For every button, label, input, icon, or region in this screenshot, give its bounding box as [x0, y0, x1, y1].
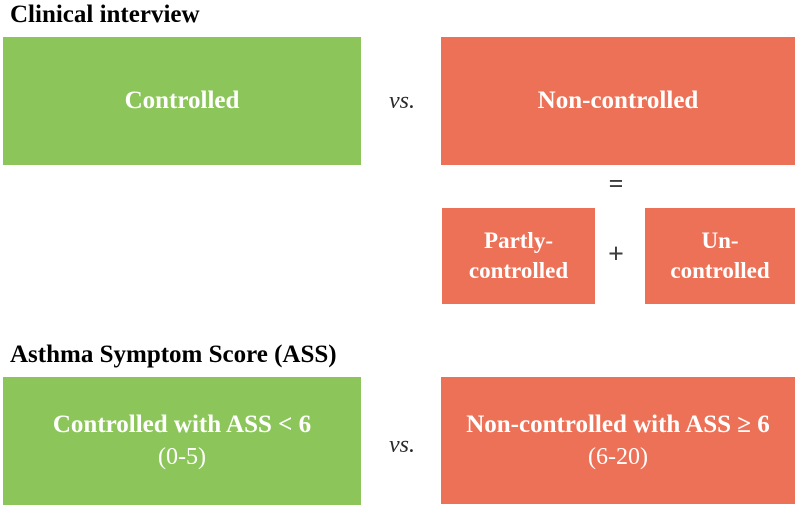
non-controlled-ass-box: Non-controlled with ASS ≥ 6 (6-20): [441, 377, 795, 504]
clinical-interview-heading: Clinical interview: [10, 1, 200, 28]
non-controlled-box: Non-controlled: [441, 37, 795, 165]
un-controlled-line1: Un-: [701, 228, 739, 253]
controlled-ass-range: (0-5): [158, 444, 206, 470]
un-controlled-box: Un- controlled: [645, 208, 795, 304]
partly-controlled-line2: controlled: [468, 258, 569, 283]
non-controlled-ass-line1: Non-controlled with ASS ≥ 6: [466, 410, 770, 438]
controlled-box: Controlled: [3, 37, 361, 165]
controlled-ass-box: Controlled with ASS < 6 (0-5): [3, 377, 361, 505]
controlled-box-label: Controlled: [124, 87, 240, 114]
partly-controlled-line1: Partly-: [484, 228, 553, 253]
ass-heading: Asthma Symptom Score (ASS): [10, 341, 337, 368]
vs-label-ass: vs.: [389, 431, 415, 458]
plus-sign: +: [608, 239, 624, 270]
vs-label-clinical: vs.: [389, 87, 415, 114]
controlled-ass-line1: Controlled with ASS < 6: [52, 411, 312, 438]
un-controlled-line2: controlled: [670, 258, 770, 283]
non-controlled-ass-range: (6-20): [588, 443, 648, 470]
equals-sign: =: [608, 169, 624, 198]
partly-controlled-box: Partly- controlled: [442, 208, 595, 304]
non-controlled-box-label: Non-controlled: [537, 87, 699, 114]
